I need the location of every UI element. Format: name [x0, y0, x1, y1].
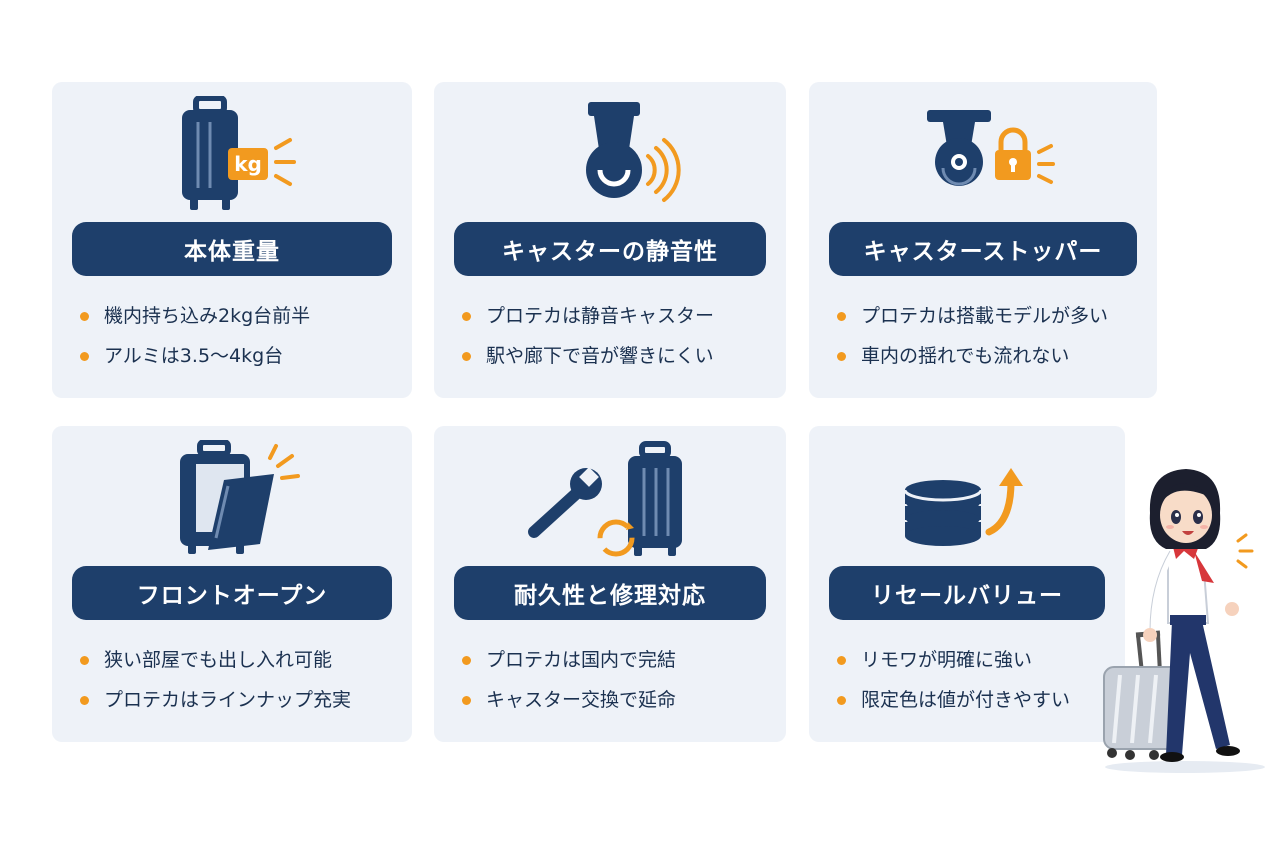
bullet-list: プロテカは静音キャスター 駅や廊下で音が響きにくい	[462, 296, 776, 376]
caster-lock-icon	[809, 96, 1157, 214]
kg-badge: kg	[234, 152, 262, 176]
front-open-suitcase-icon	[52, 440, 412, 558]
bullet-item: 限定色は値が付きやすい	[837, 680, 1115, 720]
resale-value-icon	[809, 440, 1125, 558]
wrench-repair-icon	[434, 440, 786, 558]
bullet-item: リモワが明確に強い	[837, 640, 1115, 680]
bullet-list: リモワが明確に強い 限定色は値が付きやすい	[837, 640, 1115, 720]
card-weight: kg 本体重量 機内持ち込み2kg台前半 アルミは3.5〜4kg台	[52, 82, 412, 398]
bullet-list: 狭い部屋でも出し入れ可能 プロテカはラインナップ充実	[80, 640, 402, 720]
card-title-caster-silence: キャスターの静音性	[454, 222, 766, 276]
bullet-item: 車内の揺れでも流れない	[837, 336, 1147, 376]
bullet-item: プロテカは搭載モデルが多い	[837, 296, 1147, 336]
card-caster-silence: キャスターの静音性 プロテカは静音キャスター 駅や廊下で音が響きにくい	[434, 82, 786, 398]
bullet-item: プロテカは静音キャスター	[462, 296, 776, 336]
bullet-item: 狭い部屋でも出し入れ可能	[80, 640, 402, 680]
card-title-weight: 本体重量	[72, 222, 392, 276]
card-title-caster-stopper: キャスターストッパー	[829, 222, 1137, 276]
card-durability: 耐久性と修理対応 プロテカは国内で完結 キャスター交換で延命	[434, 426, 786, 742]
bullet-item: キャスター交換で延命	[462, 680, 776, 720]
bullet-item: 機内持ち込み2kg台前半	[80, 296, 402, 336]
bullet-item: 駅や廊下で音が響きにくい	[462, 336, 776, 376]
bullet-item: アルミは3.5〜4kg台	[80, 336, 402, 376]
woman-with-suitcase-illustration	[1103, 469, 1265, 773]
card-resale: リセールバリュー リモワが明確に強い 限定色は値が付きやすい	[809, 426, 1125, 742]
card-title-durability: 耐久性と修理対応	[454, 566, 766, 620]
bullet-list: 機内持ち込み2kg台前半 アルミは3.5〜4kg台	[80, 296, 402, 376]
suitcase-weight-icon: kg	[52, 96, 412, 214]
bullet-list: プロテカは搭載モデルが多い 車内の揺れでも流れない	[837, 296, 1147, 376]
card-title-resale: リセールバリュー	[829, 566, 1105, 620]
card-front-open: フロントオープン 狭い部屋でも出し入れ可能 プロテカはラインナップ充実	[52, 426, 412, 742]
bullet-item: プロテカはラインナップ充実	[80, 680, 402, 720]
silent-caster-icon	[434, 96, 786, 214]
card-caster-stopper: キャスターストッパー プロテカは搭載モデルが多い 車内の揺れでも流れない	[809, 82, 1157, 398]
bullet-item: プロテカは国内で完結	[462, 640, 776, 680]
card-title-front-open: フロントオープン	[72, 566, 392, 620]
bullet-list: プロテカは国内で完結 キャスター交換で延命	[462, 640, 776, 720]
